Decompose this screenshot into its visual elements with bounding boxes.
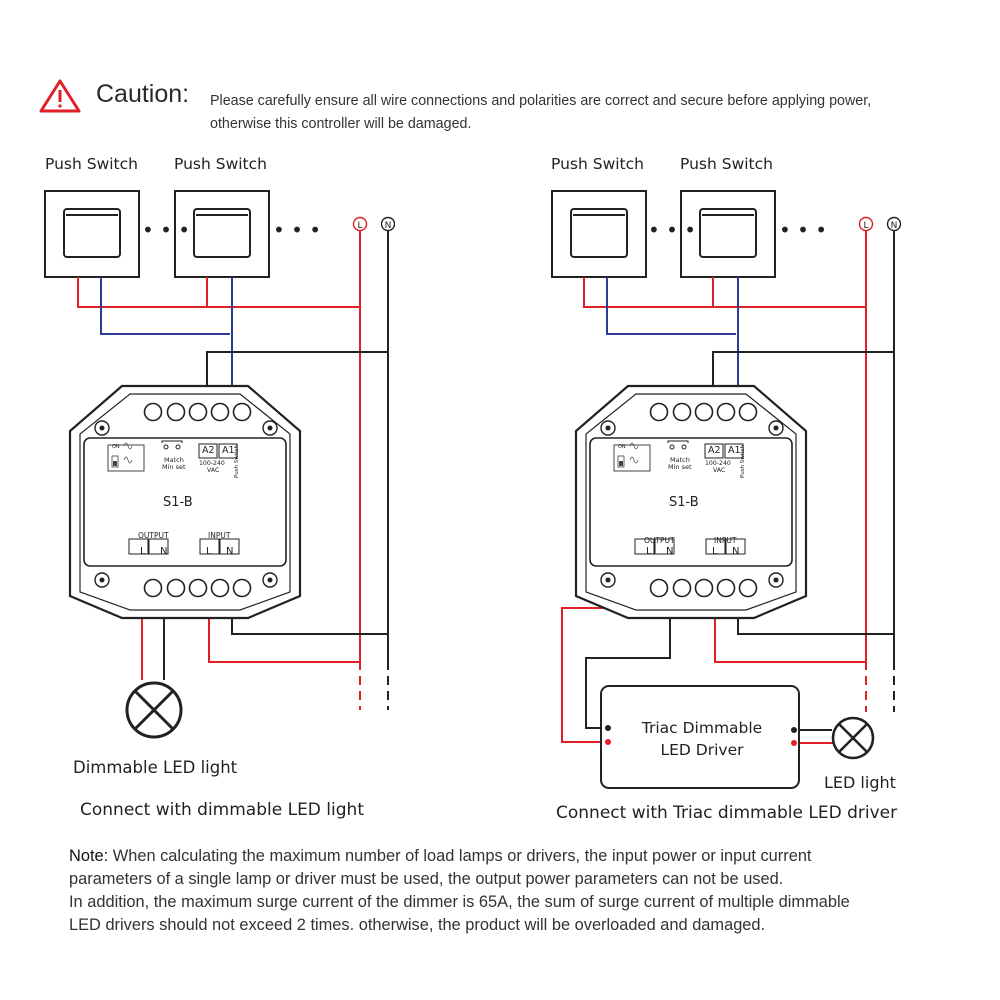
ellipsis: • • •: [648, 218, 696, 242]
lamp-icon: [125, 681, 183, 739]
caution-title: Caution:: [96, 80, 190, 108]
caution-line-2: otherwise this controller will be damage…: [210, 116, 472, 132]
model-label: S1-B: [163, 495, 193, 510]
input-label: INPUT: [208, 531, 231, 540]
driver-label-1: Triac Dimmable: [641, 719, 762, 737]
a2-label: A2: [708, 445, 721, 456]
led-driver-box: [600, 685, 800, 789]
minset-label: Min set: [162, 463, 186, 471]
model-label: S1-B: [669, 495, 699, 510]
input-l: L: [712, 546, 718, 557]
right-controller-labels: ON Match Min set A2 A1 100-240 VAC Push …: [618, 442, 746, 557]
live-label: L: [863, 221, 868, 231]
output-l: L: [140, 546, 146, 557]
live-label: L: [357, 221, 362, 231]
left-push-switch-1: [44, 190, 140, 278]
right-diagram: Push Switch Push Switch • • • • • • L: [551, 155, 902, 823]
right-switch2-label: Push Switch: [680, 155, 773, 173]
a1-label: A1: [728, 445, 741, 456]
ellipsis: • • •: [273, 218, 321, 242]
left-caption: Connect with dimmable LED light: [80, 800, 364, 820]
output-l: L: [646, 546, 652, 557]
output-label: OUTPUT: [644, 536, 675, 545]
a1-label: A1: [222, 445, 235, 456]
input-label: INPUT: [714, 536, 737, 545]
driver-terminals: [605, 725, 797, 746]
on-label: ON: [112, 444, 120, 450]
note-line-4: LED drivers should not exceed 2 times. o…: [69, 916, 766, 934]
on-label: ON: [618, 444, 626, 450]
right-switch1-label: Push Switch: [551, 155, 644, 173]
neutral-label: N: [891, 221, 898, 231]
warning-icon: [39, 79, 81, 113]
right-load-label: LED light: [824, 773, 896, 792]
match-label: Match: [670, 456, 690, 464]
vac-line2: VAC: [207, 467, 219, 474]
left-diagram: Push Switch Push Switch • • • • • • L N: [44, 155, 396, 820]
waveform-icon: [123, 442, 133, 464]
note-line-2: parameters of a single lamp or driver mu…: [69, 870, 784, 888]
live-symbol: [352, 216, 368, 232]
live-symbol: [858, 216, 874, 232]
push-switch-small-label: Push Switch: [740, 444, 746, 478]
note-line-1-text: When calculating the maximum number of l…: [108, 847, 812, 865]
wiring-diagram: Push Switch Push Switch • • • • • • L N: [44, 155, 902, 823]
vac-line1: 100-240: [705, 460, 731, 467]
output-n: N: [666, 546, 673, 557]
note-line-1: Note: When calculating the maximum numbe…: [69, 845, 969, 868]
push-switch-small-label: Push Switch: [234, 444, 240, 478]
a2-label: A2: [202, 445, 215, 456]
note-prefix: Note:: [69, 847, 109, 865]
caution-line-1: Please carefully ensure all wire connect…: [210, 93, 872, 109]
input-l: L: [206, 546, 212, 557]
driver-label-2: LED Driver: [661, 741, 745, 759]
output-label: OUTPUT: [138, 531, 169, 540]
right-caption: Connect with Triac dimmable LED driver: [556, 803, 897, 823]
waveform-icon: [629, 442, 639, 464]
ellipsis: • • •: [142, 218, 190, 242]
lamp-icon: [831, 716, 875, 760]
input-n: N: [732, 546, 739, 557]
left-load-label: Dimmable LED light: [73, 758, 238, 777]
ellipsis: • • •: [779, 218, 827, 242]
input-n: N: [226, 546, 233, 557]
note-block: Note: When calculating the maximum numbe…: [69, 845, 969, 937]
vac-line2: VAC: [713, 467, 725, 474]
left-switch1-label: Push Switch: [45, 155, 138, 173]
note-line-3: In addition, the maximum surge current o…: [69, 893, 850, 911]
neutral-symbol: [886, 216, 902, 232]
left-switch2-label: Push Switch: [174, 155, 267, 173]
neutral-symbol: [380, 216, 396, 232]
neutral-label: N: [385, 221, 392, 231]
caution-text: Please carefully ensure all wire connect…: [210, 90, 970, 136]
left-controller-labels: ON Match Min set A2 A1 100-240 VAC Push …: [112, 442, 240, 557]
minset-label: Min set: [668, 463, 692, 471]
right-push-switch-1: [551, 190, 647, 278]
vac-line1: 100-240: [199, 460, 225, 467]
match-label: Match: [164, 456, 184, 464]
output-n: N: [160, 546, 167, 557]
